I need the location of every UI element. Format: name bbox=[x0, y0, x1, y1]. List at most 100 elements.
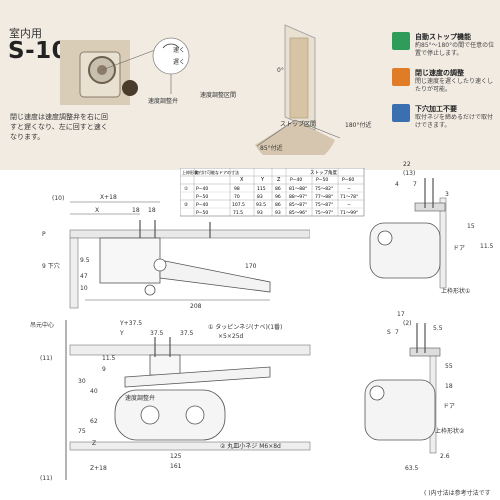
table-row: P−50 71.5 93 93 85〜96° 75〜97° 71〜99° bbox=[196, 210, 358, 216]
valve-icon bbox=[140, 405, 160, 425]
top-view-drawing: 吊元中心 Y+37.5 Y 37.5 37.5 (11) 11.5 9 30 4… bbox=[30, 320, 311, 482]
svg-text:88〜97°: 88〜97° bbox=[289, 194, 307, 200]
leader-line bbox=[101, 49, 156, 71]
svg-text:P−50: P−50 bbox=[196, 210, 208, 216]
feature-desc: 閉じ速度を遅くしたり速くしたりが可能。 bbox=[415, 78, 494, 93]
section-label: 室内用 bbox=[9, 27, 42, 40]
dim-label: X+18 bbox=[100, 194, 117, 201]
closer-body bbox=[99, 237, 161, 284]
dim-label: P bbox=[42, 231, 46, 238]
side-view-1: 22 (13) 4 7 3 15 11.5 ドア 上枠形状① bbox=[369, 161, 494, 295]
dim-label: (13) bbox=[403, 170, 415, 177]
angle-85-label: 85°付近 bbox=[260, 144, 283, 152]
dim-label: 63.5 bbox=[405, 465, 419, 472]
svg-text:①: ① bbox=[184, 186, 188, 192]
dim-label: S bbox=[387, 329, 391, 336]
frame-top bbox=[69, 344, 311, 356]
svg-text:93: 93 bbox=[257, 210, 263, 216]
feature-auto-stop: 自動ストップ機能 約85°〜180°の間で任意の位置で停止します。 bbox=[392, 32, 497, 64]
svg-text:70: 70 bbox=[234, 194, 240, 200]
th-p50: P−50 bbox=[316, 177, 328, 183]
frame-type-label: 上枠形状① bbox=[441, 287, 470, 295]
zero-deg-label: 0° bbox=[277, 67, 284, 74]
front-view-drawing: (10) X+18 X 18 18 P 9.5 47 10 170 208 9 … bbox=[42, 194, 310, 310]
angle-180-line bbox=[294, 119, 341, 139]
angle-180-label: 180°付近 bbox=[345, 121, 371, 129]
dim-label: Z+18 bbox=[90, 465, 107, 472]
svg-text:77〜88°: 77〜88° bbox=[315, 194, 333, 200]
dim-label: Y bbox=[119, 330, 124, 337]
dim-label: 18 bbox=[132, 207, 140, 214]
svg-text:93: 93 bbox=[275, 210, 281, 216]
bracket bbox=[149, 354, 181, 376]
frame-side bbox=[69, 237, 79, 309]
dim-label: 2.6 bbox=[440, 453, 450, 460]
closeup-illustration: 速く 遅く 速度調整弁 bbox=[60, 37, 190, 105]
feature-no-pilot-hole: 下穴加工不要 取付ネジを締めるだけで取付けできます。 bbox=[392, 104, 497, 136]
dim-label: 3 bbox=[445, 191, 449, 198]
svg-text:86: 86 bbox=[275, 202, 281, 208]
closeup-pin bbox=[122, 80, 138, 96]
dim-label: 7 bbox=[395, 329, 399, 336]
dim-label: 37.5 bbox=[150, 330, 164, 337]
dim-label: 17 bbox=[397, 311, 405, 318]
th-x: X bbox=[240, 177, 244, 183]
svg-text:75〜82°: 75〜82° bbox=[315, 186, 333, 192]
th-p40: P−40 bbox=[290, 177, 302, 183]
pivot-icon bbox=[153, 258, 167, 272]
dim-label: 7 bbox=[413, 181, 417, 188]
svg-text:96: 96 bbox=[275, 194, 281, 200]
frame-top bbox=[69, 229, 310, 239]
dim-label: 9 bbox=[102, 366, 106, 373]
pivot-icon bbox=[369, 385, 385, 401]
door-edge bbox=[439, 197, 447, 289]
hinge-center-label: 吊元中心 bbox=[30, 321, 54, 329]
svg-text:85〜96°: 85〜96° bbox=[289, 210, 307, 216]
spec-table: 上枠形状 取付け可能なドアの寸法 X Y Z ストップ角度 P−40 P−50 … bbox=[180, 168, 365, 217]
door-label: ドア bbox=[453, 245, 465, 252]
dim-label: (11) bbox=[40, 475, 52, 482]
th-stop: ストップ角度 bbox=[310, 169, 337, 176]
dim-label: (2) bbox=[403, 320, 412, 327]
screw-label-2: ② 丸皿小ネジ M6×8d bbox=[220, 442, 281, 450]
speed-zone-label: 速度調整区間 bbox=[200, 91, 236, 99]
pilot-hole-label: 9 下穴 bbox=[42, 262, 60, 270]
table-row: P−50 70 83 96 88〜97° 77〜88° 71〜78° bbox=[196, 194, 358, 200]
speed-adjust-icon bbox=[392, 68, 410, 86]
stop-zone-label: ストップ区間 bbox=[280, 121, 316, 128]
dim-label: X bbox=[95, 207, 99, 214]
table-row: ② P−40 107.5 93.5 86 85〜87° 75〜87° − bbox=[184, 202, 351, 208]
footnote: ( )内寸法は参考寸法です bbox=[424, 490, 491, 497]
arm bbox=[124, 366, 271, 388]
dim-label: 11.5 bbox=[102, 355, 116, 362]
feature-desc: 取付ネジを締めるだけで取付けできます。 bbox=[415, 114, 494, 129]
th-z: Z bbox=[277, 177, 281, 183]
screw-label: ① タッピンネジ(ナベ)(1番) bbox=[208, 323, 282, 331]
dim-label: 9.5 bbox=[80, 257, 90, 264]
door-edge bbox=[69, 441, 311, 451]
svg-text:75〜87°: 75〜87° bbox=[315, 202, 333, 208]
auto-stop-icon bbox=[392, 32, 410, 50]
dim-label: 47 bbox=[80, 273, 88, 280]
valve-label: 速度調整弁 bbox=[148, 97, 178, 105]
pivot-icon bbox=[377, 230, 393, 246]
dim-label: 18 bbox=[148, 207, 156, 214]
th-y: Y bbox=[260, 177, 265, 183]
svg-text:71〜78°: 71〜78° bbox=[340, 194, 358, 200]
table-row: ① P−40 98 115 86 81〜88° 75〜82° − bbox=[184, 186, 351, 192]
svg-text:P−40: P−40 bbox=[196, 186, 208, 192]
dim-label: 11.5 bbox=[480, 243, 494, 250]
dim-label: (11) bbox=[40, 355, 52, 362]
svg-text:−: − bbox=[347, 203, 351, 208]
svg-text:85〜87°: 85〜87° bbox=[289, 202, 307, 208]
feature-title: 閉じ速度の調整 bbox=[415, 69, 464, 77]
slow-label: 遅く bbox=[173, 59, 185, 66]
feature-title: 自動ストップ機能 bbox=[415, 33, 471, 41]
door-label: ドア bbox=[443, 403, 455, 410]
closeup-note: 閉じ速度は速度調整弁を右に回すと遅くなり、左に回すと速くなります。 bbox=[10, 113, 108, 141]
svg-text:71〜99°: 71〜99° bbox=[340, 210, 358, 216]
door-leaf bbox=[289, 37, 309, 119]
feature-desc: 約85°〜180°の間で任意の位置で停止します。 bbox=[415, 42, 495, 57]
svg-text:93.5: 93.5 bbox=[256, 202, 266, 208]
stop-zone-sector bbox=[255, 120, 335, 155]
